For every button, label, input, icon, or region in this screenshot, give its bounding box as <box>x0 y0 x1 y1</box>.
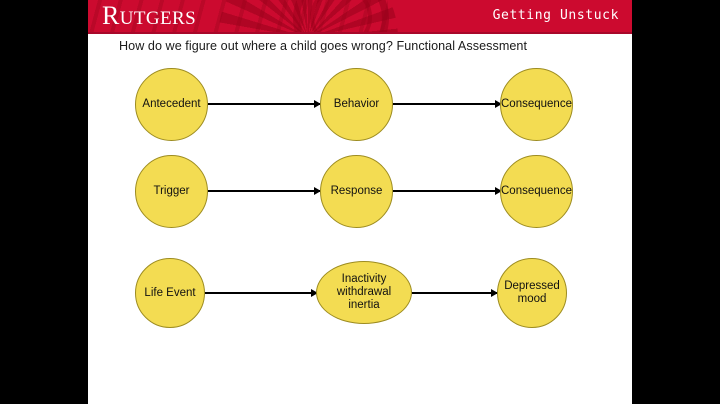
header-bottom-rule <box>88 32 632 34</box>
node-depressed-mood: Depressed mood <box>497 258 567 328</box>
node-inactivity-withdrawal-inertia: Inactivity withdrawal inertia <box>316 261 412 324</box>
arrow-inactivity-to-depressed-mood <box>412 289 498 297</box>
node-life-event: Life Event <box>135 258 205 328</box>
slide-header-banner: RUTGERS Getting Unstuck <box>88 0 632 34</box>
rutgers-logo: RUTGERS <box>102 3 196 32</box>
arrow-response-to-consequence <box>393 187 502 195</box>
node-label: Inactivity withdrawal inertia <box>336 273 392 311</box>
arrow-trigger-to-response <box>208 187 321 195</box>
node-label: Depressed mood <box>504 280 560 305</box>
slide-title: How do we figure out where a child goes … <box>119 39 528 53</box>
node-antecedent: Antecedent <box>135 68 208 141</box>
rutgers-logo-rest: UTGERS <box>119 8 197 29</box>
arrow-life-event-to-inactivity <box>205 289 318 297</box>
node-label: Behavior <box>333 98 380 110</box>
node-behavior: Behavior <box>320 68 393 141</box>
arrow-antecedent-to-behavior <box>208 100 321 108</box>
node-label: Trigger <box>153 185 190 197</box>
header-seal-ring-inner-decoration <box>310 0 372 34</box>
node-response: Response <box>320 155 393 228</box>
presentation-title: Getting Unstuck <box>492 8 619 23</box>
node-trigger: Trigger <box>135 155 208 228</box>
node-label: Antecedent <box>142 98 201 110</box>
node-label: Response <box>330 185 383 197</box>
node-label: Consequence <box>501 98 572 110</box>
slide-canvas: RUTGERS Getting Unstuck How do we figure… <box>88 0 632 404</box>
functional-assessment-diagram: Antecedent Behavior Consequence Trigger … <box>88 0 632 404</box>
rutgers-logo-initial: R <box>102 1 120 30</box>
node-consequence-row2: Consequence <box>500 155 573 228</box>
node-label: Consequence <box>501 185 572 197</box>
header-seal-ring-outer-decoration <box>293 0 389 34</box>
node-consequence-row1: Consequence <box>500 68 573 141</box>
arrow-behavior-to-consequence <box>393 100 502 108</box>
node-label: Life Event <box>144 286 196 299</box>
